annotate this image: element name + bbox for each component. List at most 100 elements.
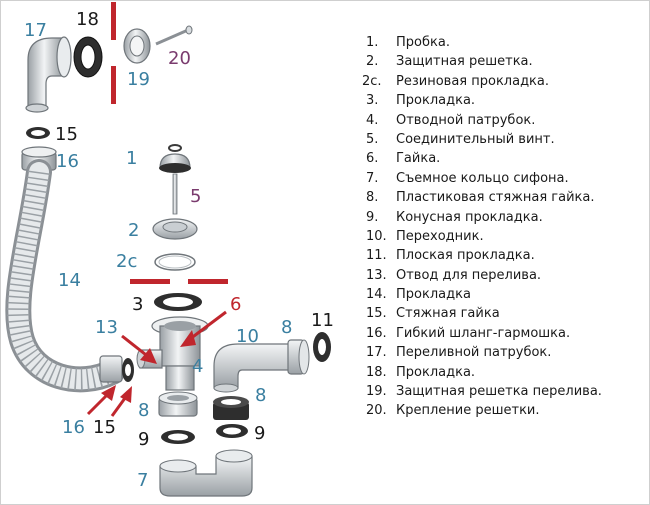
legend-number: 18. <box>366 364 387 380</box>
legend-number: 8. <box>366 190 379 206</box>
callout-3: 3 <box>132 294 143 315</box>
legend-number: 2с. <box>362 73 382 89</box>
legend-number: 3. <box>366 93 379 109</box>
callout-13: 13 <box>95 317 118 338</box>
legend-number: 7. <box>366 170 379 186</box>
legend-item: 5.Соединительный винт. <box>362 130 646 149</box>
legend-text: Защитная решетка. <box>396 54 533 70</box>
legend-text: Конусная прокладка. <box>396 209 543 225</box>
arrow-13 <box>121 334 157 364</box>
arrow-15 <box>110 386 132 417</box>
legend-text: Плоская прокладка. <box>396 248 535 264</box>
legend-text: Пластиковая стяжная гайка. <box>396 190 595 206</box>
legend-text: Прокладка <box>396 287 471 303</box>
legend-number: 4. <box>366 112 379 128</box>
nut-15-top <box>26 127 50 139</box>
legend-item: 2. Защитная решетка. <box>362 52 646 71</box>
legend-text: Съемное кольцо сифона. <box>396 170 569 186</box>
legend-text: Прокладка. <box>396 364 476 380</box>
callout-15-bottom: 15 <box>93 417 116 438</box>
legend-text: Резиновая прокладка. <box>396 73 550 89</box>
callout-16-top: 16 <box>56 151 79 172</box>
callout-1: 1 <box>126 148 137 169</box>
legend-item: 10. Переходник. <box>362 227 646 246</box>
overflow-wall-marker <box>111 2 116 104</box>
legend-item: 2с. Резиновая прокладка. <box>362 72 646 91</box>
hose-fitting-16-bottom <box>99 355 134 383</box>
callout-17: 17 <box>24 20 47 41</box>
outlet-body-4 <box>151 316 209 391</box>
plastic-nut-8-right <box>287 339 310 375</box>
callout-14: 14 <box>58 270 81 291</box>
callout-8-left: 8 <box>138 400 149 421</box>
callout-4: 4 <box>192 356 203 377</box>
legend-item: 14. Прокладка <box>362 285 646 304</box>
legend-number: 10. <box>366 228 387 244</box>
callout-8-top: 8 <box>281 317 292 338</box>
gasket-18 <box>73 36 103 78</box>
legend-number: 19. <box>366 384 387 400</box>
legend-text: Пробка. <box>396 35 450 50</box>
legend-item: 19.Защитная решетка перелива. <box>362 382 646 401</box>
bath-floor-marker <box>130 279 228 284</box>
arrow-6 <box>180 310 227 347</box>
arrow-16 <box>86 385 116 416</box>
callout-10: 10 <box>236 326 259 347</box>
rubber-gasket-2c <box>154 253 196 271</box>
cone-gasket-9-right <box>216 424 248 438</box>
legend-number: 5. <box>366 131 379 147</box>
legend-item: 6.Гайка. <box>362 149 646 168</box>
siphon-trap-7 <box>159 449 253 497</box>
legend-number: 15. <box>366 306 387 322</box>
legend-number: 2. <box>366 54 379 70</box>
legend-text: Гибкий шланг-гармошка. <box>396 325 571 341</box>
grille-screw-20 <box>155 25 193 46</box>
drain-grille-2 <box>152 218 198 240</box>
callout-6: 6 <box>230 294 241 315</box>
legend-text: Переходник. <box>396 228 484 244</box>
callout-15-top: 15 <box>55 124 78 145</box>
callout-16-bottom: 16 <box>62 417 85 438</box>
legend-item: 15.Стяжная гайка <box>362 304 646 323</box>
overflow-elbow-17 <box>25 36 72 113</box>
legend-item: 8. Пластиковая стяжная гайка. <box>362 188 646 207</box>
legend-item: 4. Отводной патрубок. <box>362 111 646 130</box>
legend-item: 18. Прокладка. <box>362 363 646 382</box>
callout-19: 19 <box>127 69 150 90</box>
legend-number: 20. <box>366 403 387 419</box>
legend-number: 14. <box>366 287 387 303</box>
legend-number: 17. <box>366 345 387 361</box>
callout-18: 18 <box>76 9 99 30</box>
parts-legend: 1. Пробка. 2. Защитная решетка. 2с. Резинов… <box>362 33 646 421</box>
legend-item: 9. Конусная прокладка. <box>362 208 646 227</box>
callout-2c: 2c <box>116 251 137 272</box>
overflow-grille-19 <box>123 28 151 64</box>
callout-7: 7 <box>137 470 148 491</box>
legend-number: 9. <box>366 209 379 225</box>
gasket-3 <box>154 293 202 311</box>
legend-text: Отводной патрубок. <box>396 112 536 128</box>
callout-5: 5 <box>190 186 201 207</box>
legend-item: 16. Гибкий шланг-гармошка. <box>362 324 646 343</box>
legend-item: 7. Съемное кольцо сифона. <box>362 169 646 188</box>
legend-number: 16. <box>366 325 387 341</box>
legend-text: Прокладка. <box>396 93 476 109</box>
legend-item: 3. Прокладка. <box>362 91 646 110</box>
corrugated-hose-14 <box>5 159 125 393</box>
legend-item: 1. Пробка. <box>362 33 646 52</box>
legend-number: 1. <box>366 35 379 50</box>
legend-item: 11. Плоская прокладка. <box>362 246 646 265</box>
callout-20: 20 <box>168 48 191 69</box>
connecting-screw-5 <box>172 173 178 215</box>
legend-item: 13.Отвод для перелива. <box>362 266 646 285</box>
callout-8-right: 8 <box>255 385 266 406</box>
legend-number: 11. <box>366 248 387 264</box>
siphon-diagram: 17 18 19 20 15 16 1 5 2 2c 14 3 6 13 4 1… <box>5 2 334 497</box>
adapter-10 <box>213 343 293 393</box>
cone-gasket-9-left <box>161 430 195 444</box>
flat-gasket-11 <box>313 332 331 362</box>
callout-9-right: 9 <box>254 423 265 444</box>
legend-item: 17.Переливной патрубок. <box>362 343 646 362</box>
legend-number: 6. <box>366 151 379 167</box>
callout-9-left: 9 <box>138 429 149 450</box>
